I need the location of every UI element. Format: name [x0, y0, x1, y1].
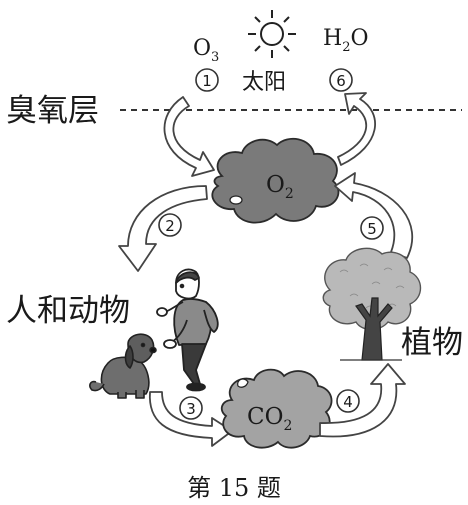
co2-cloud: CO2: [220, 368, 333, 449]
arrow-2-o2-to-animals: [118, 185, 208, 272]
svg-text:3: 3: [186, 400, 196, 418]
figure-caption: 第 15 题: [187, 474, 281, 502]
o3-subscript: 3: [211, 50, 219, 65]
svg-text:2: 2: [165, 217, 175, 235]
ozone-layer-label: 臭氧层: [6, 93, 99, 129]
o3-main: O: [193, 36, 211, 61]
svg-text:1: 1: [202, 72, 212, 90]
ozone-formula-label: O3: [193, 36, 219, 65]
svg-text:5: 5: [367, 220, 377, 238]
plants-label: 植物: [401, 325, 463, 361]
water-formula-label: H2O: [323, 26, 369, 55]
h2o-h: H: [323, 26, 342, 51]
svg-text:6: 6: [336, 72, 346, 90]
o2-main: O: [266, 172, 285, 198]
sun-icon: [248, 10, 296, 58]
marker-5: 5: [360, 216, 384, 240]
humans-animals-label: 人和动物: [6, 293, 130, 329]
marker-6: 6: [329, 68, 353, 92]
h2o-subscript: 2: [342, 40, 350, 55]
marker-3: 3: [179, 396, 203, 420]
co2-main: CO: [247, 404, 283, 430]
svg-text:O2: O2: [266, 172, 294, 202]
arrow-1-to-o2: [163, 96, 215, 177]
marker-1: 1: [195, 68, 219, 92]
marker-4: 4: [336, 389, 360, 413]
o2-subscript: 2: [285, 186, 294, 202]
sun-label: 太阳: [242, 70, 286, 95]
dog-illustration: [89, 333, 157, 399]
arrow-5-plant-to-o2: [334, 172, 414, 259]
o2-cloud: O2: [211, 137, 340, 224]
svg-text:4: 4: [343, 393, 353, 411]
arrow-4-co2-to-plant: [319, 363, 406, 438]
arrow-6-from-o2: [337, 92, 376, 166]
tree-illustration: [322, 247, 422, 361]
svg-text:CO2: CO2: [247, 404, 292, 434]
marker-2: 2: [158, 213, 182, 237]
h2o-o: O: [350, 26, 368, 51]
person-illustration: [156, 268, 219, 392]
co2-subscript: 2: [283, 418, 292, 434]
